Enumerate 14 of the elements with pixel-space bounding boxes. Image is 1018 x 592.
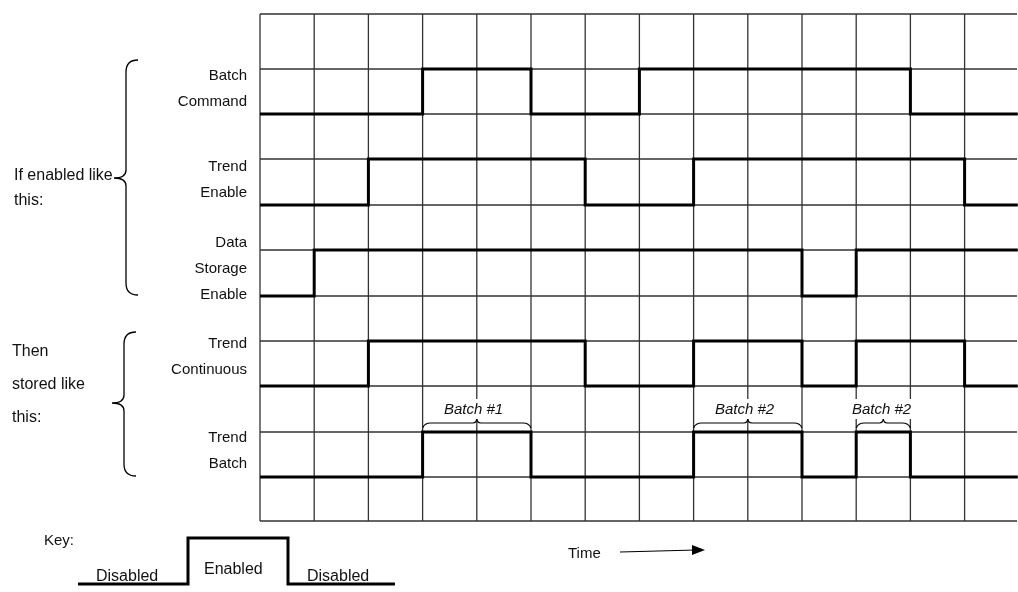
signal-label: Trend Enable (199, 156, 247, 202)
signal-label: Data Storage Enable (193, 232, 247, 304)
key-label: Enabled (204, 559, 263, 579)
group-label: Then stored like this: (12, 341, 86, 427)
batch-label: Batch #2 (713, 399, 777, 419)
signal-label: Trend Batch (207, 427, 247, 473)
key-label: Disabled (307, 566, 370, 586)
signal-label: Trend Continuous (170, 333, 247, 379)
group-label: If enabled like this: (14, 165, 114, 210)
key-label: Key: (44, 530, 74, 550)
axis-label: Time (568, 543, 601, 563)
signal-label: Batch Command (176, 65, 247, 111)
key-label: Disabled (96, 566, 159, 586)
batch-label: Batch #2 (850, 399, 914, 419)
